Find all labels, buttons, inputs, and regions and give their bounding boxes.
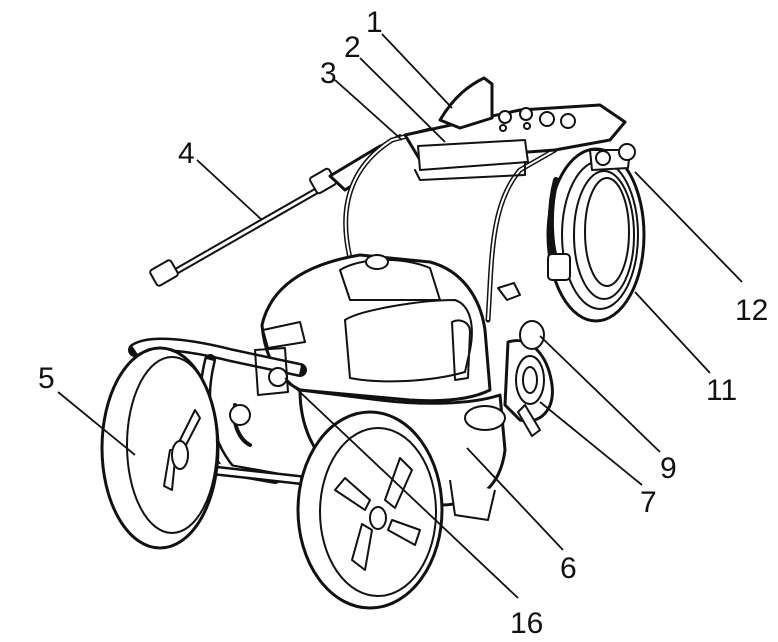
- callout-9: 9: [660, 452, 677, 485]
- leader-line-3: [334, 79, 403, 141]
- left-wheel: [100, 346, 220, 550]
- leader-line-12: [634, 171, 743, 283]
- lower-frame: [128, 337, 307, 485]
- leader-line-1: [381, 33, 453, 109]
- callout-labels: 1 2 3 4 5 6 7 9 11 12 16: [38, 6, 768, 640]
- callout-11: 11: [706, 374, 737, 407]
- leader-line-2: [359, 57, 446, 143]
- callout-1: 1: [366, 6, 383, 39]
- hose-coil: [497, 143, 646, 323]
- callout-3: 3: [320, 57, 337, 90]
- callout-7: 7: [640, 486, 657, 519]
- pump-assembly: [503, 320, 554, 437]
- callout-4: 4: [178, 137, 195, 170]
- leader-line-9: [539, 335, 661, 453]
- leader-line-16: [284, 377, 519, 599]
- leader-line-5: [57, 391, 136, 456]
- leader-lines: [57, 33, 743, 599]
- callout-12: 12: [735, 294, 768, 327]
- callout-2: 2: [344, 31, 361, 64]
- handle-frame: [343, 76, 627, 323]
- callout-5: 5: [38, 362, 55, 395]
- leader-line-11: [634, 291, 711, 374]
- right-wheel: [296, 410, 444, 610]
- callout-16: 16: [510, 607, 543, 640]
- leader-line-7: [539, 401, 643, 486]
- leader-line-6: [466, 447, 564, 551]
- callout-6: 6: [560, 552, 577, 585]
- leader-line-4: [196, 159, 263, 221]
